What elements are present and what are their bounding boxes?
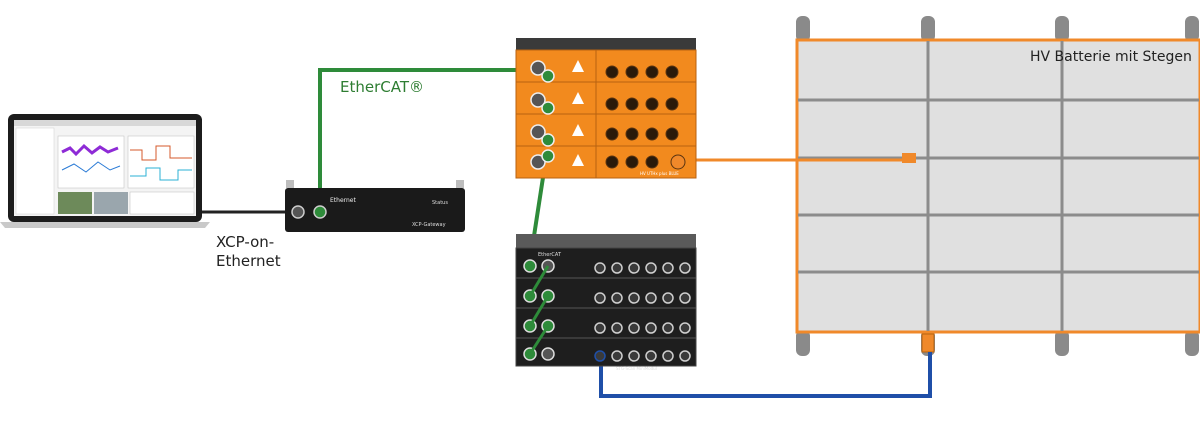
warning-icon-1 xyxy=(572,60,584,72)
gateway-port-2-icon xyxy=(313,205,327,219)
mini-ethercat-label: EtherCAT xyxy=(538,252,562,258)
ethercat-cable-main xyxy=(318,68,538,202)
battery-tab-top-1 xyxy=(796,16,810,42)
mini-port-1-icon xyxy=(523,259,537,273)
screen-plot-main xyxy=(57,135,125,189)
battery-hv-connector xyxy=(902,153,916,163)
hv-port-5-icon xyxy=(541,69,555,83)
mini-stack-top-cap xyxy=(516,234,696,250)
screen-plot-trace xyxy=(61,143,119,157)
hv-battery xyxy=(795,16,1200,356)
battery-label: HV Batterie mit Stegen xyxy=(1030,49,1192,65)
hv-port-8-icon xyxy=(541,149,555,163)
ethercat-label: EtherCAT® xyxy=(340,78,424,96)
battery-tab-bottom-1 xyxy=(796,330,810,356)
screen-camera xyxy=(94,192,128,214)
hv-module-label: HV UTHx plus BLUE xyxy=(640,171,679,176)
hv-port-6-icon xyxy=(541,101,555,115)
gateway-body xyxy=(285,188,465,232)
battery-body xyxy=(795,38,1200,334)
screen-table xyxy=(129,191,195,215)
hv-port-3-icon xyxy=(530,124,546,140)
xcp-label-line2: Ethernet xyxy=(216,252,281,270)
battery-tab-top-3 xyxy=(1055,16,1069,42)
hv-module-ports xyxy=(530,60,555,170)
gateway-title: Ethernet xyxy=(330,197,356,204)
screen-plot-right-trace xyxy=(130,145,192,161)
screen-plot-right-trace-2 xyxy=(130,167,192,181)
blue-cable xyxy=(599,352,932,398)
gateway-bracket-right xyxy=(456,180,464,188)
mini-module-label: STG-Scan MiniModul xyxy=(616,366,657,371)
mini-stack-dividers xyxy=(516,277,696,339)
battery-tab-top-4 xyxy=(1185,16,1199,42)
warning-icon-3 xyxy=(572,124,584,136)
battery-tab-bottom-4 xyxy=(1185,330,1199,356)
ethercat-daisy-chain xyxy=(528,265,550,355)
hv-port-2-icon xyxy=(530,92,546,108)
gateway-brand: XCP-Gateway xyxy=(412,222,446,228)
xcp-gateway: Ethernet Status XCP-Gateway xyxy=(285,180,465,232)
xcp-label-line1: XCP-on- xyxy=(216,233,275,251)
screen-plot-right xyxy=(127,135,195,189)
screen-map xyxy=(58,192,92,214)
laptop xyxy=(0,114,210,228)
warning-icon-4 xyxy=(572,154,584,166)
hv-warning-icons xyxy=(572,60,584,166)
hv-sockets xyxy=(605,65,686,170)
battery-tab-bottom-3 xyxy=(1055,330,1069,356)
gateway-status: Status xyxy=(432,200,448,206)
screen-toolbar xyxy=(14,120,196,126)
screen-tree-panel xyxy=(15,127,55,215)
mini-bnc-sockets xyxy=(594,262,691,362)
warning-icon-2 xyxy=(572,92,584,104)
mini-module-stack: EtherCAT STG-Scan MiniModul xyxy=(515,234,697,371)
battery-grid xyxy=(798,41,1199,331)
battery-tab-top-2 xyxy=(921,16,935,42)
gateway-bracket-left xyxy=(286,180,294,188)
hv-port-7-icon xyxy=(541,133,555,147)
mini-port-8-icon xyxy=(541,347,555,361)
hv-stack-top-cap xyxy=(516,38,696,52)
laptop-base xyxy=(0,222,210,228)
hv-port-1-icon xyxy=(530,60,546,76)
screen-plot-trace-2 xyxy=(61,161,121,173)
gateway-port-1-icon xyxy=(291,205,305,219)
hv-module-stack: HV UTHx plus BLUE xyxy=(515,38,697,179)
battery-bottom-connector xyxy=(921,333,935,353)
